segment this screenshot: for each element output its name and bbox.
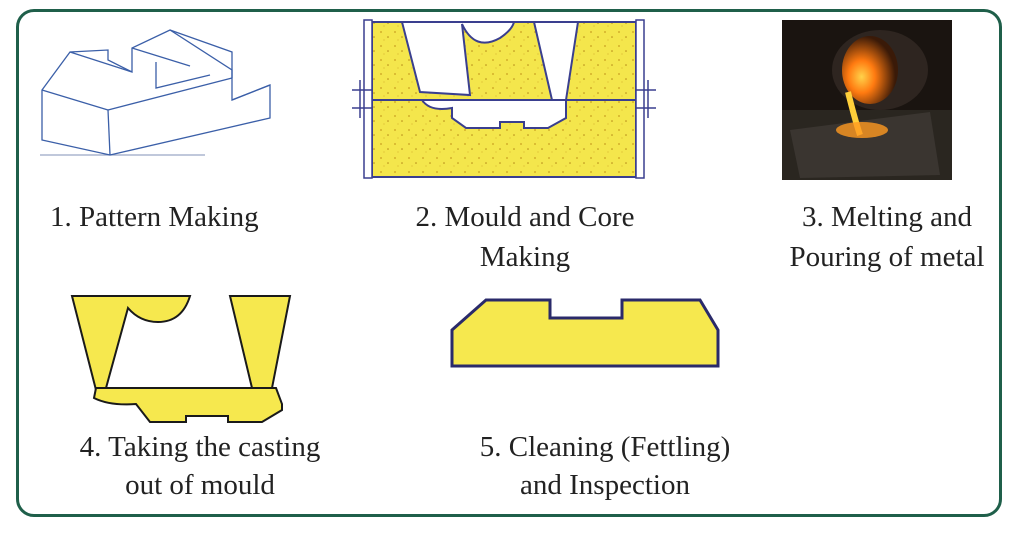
- step-3-caption-line1: 3. Melting and: [802, 201, 972, 233]
- step-5-caption-line2: and Inspection: [520, 469, 690, 501]
- pouring-metal-photo: [782, 20, 952, 180]
- step-4-caption-line2: out of mould: [125, 469, 275, 501]
- step-5-caption-line1: 5. Cleaning (Fettling): [479, 431, 731, 463]
- finished-casting-icon: [450, 298, 720, 368]
- step-4-caption-line1: 4. Taking the casting: [79, 431, 321, 463]
- step-2-caption-line1: 2. Mould and Core: [415, 201, 635, 233]
- casting-removed-icon: [70, 295, 292, 423]
- step-2-caption-line2: Making: [479, 241, 571, 273]
- pattern-block-icon: [40, 29, 271, 156]
- step-1-caption: 1. Pattern Making: [50, 201, 259, 233]
- mould-cross-section-icon: [352, 19, 656, 179]
- step-3-caption-line2: Pouring of metal: [789, 241, 985, 273]
